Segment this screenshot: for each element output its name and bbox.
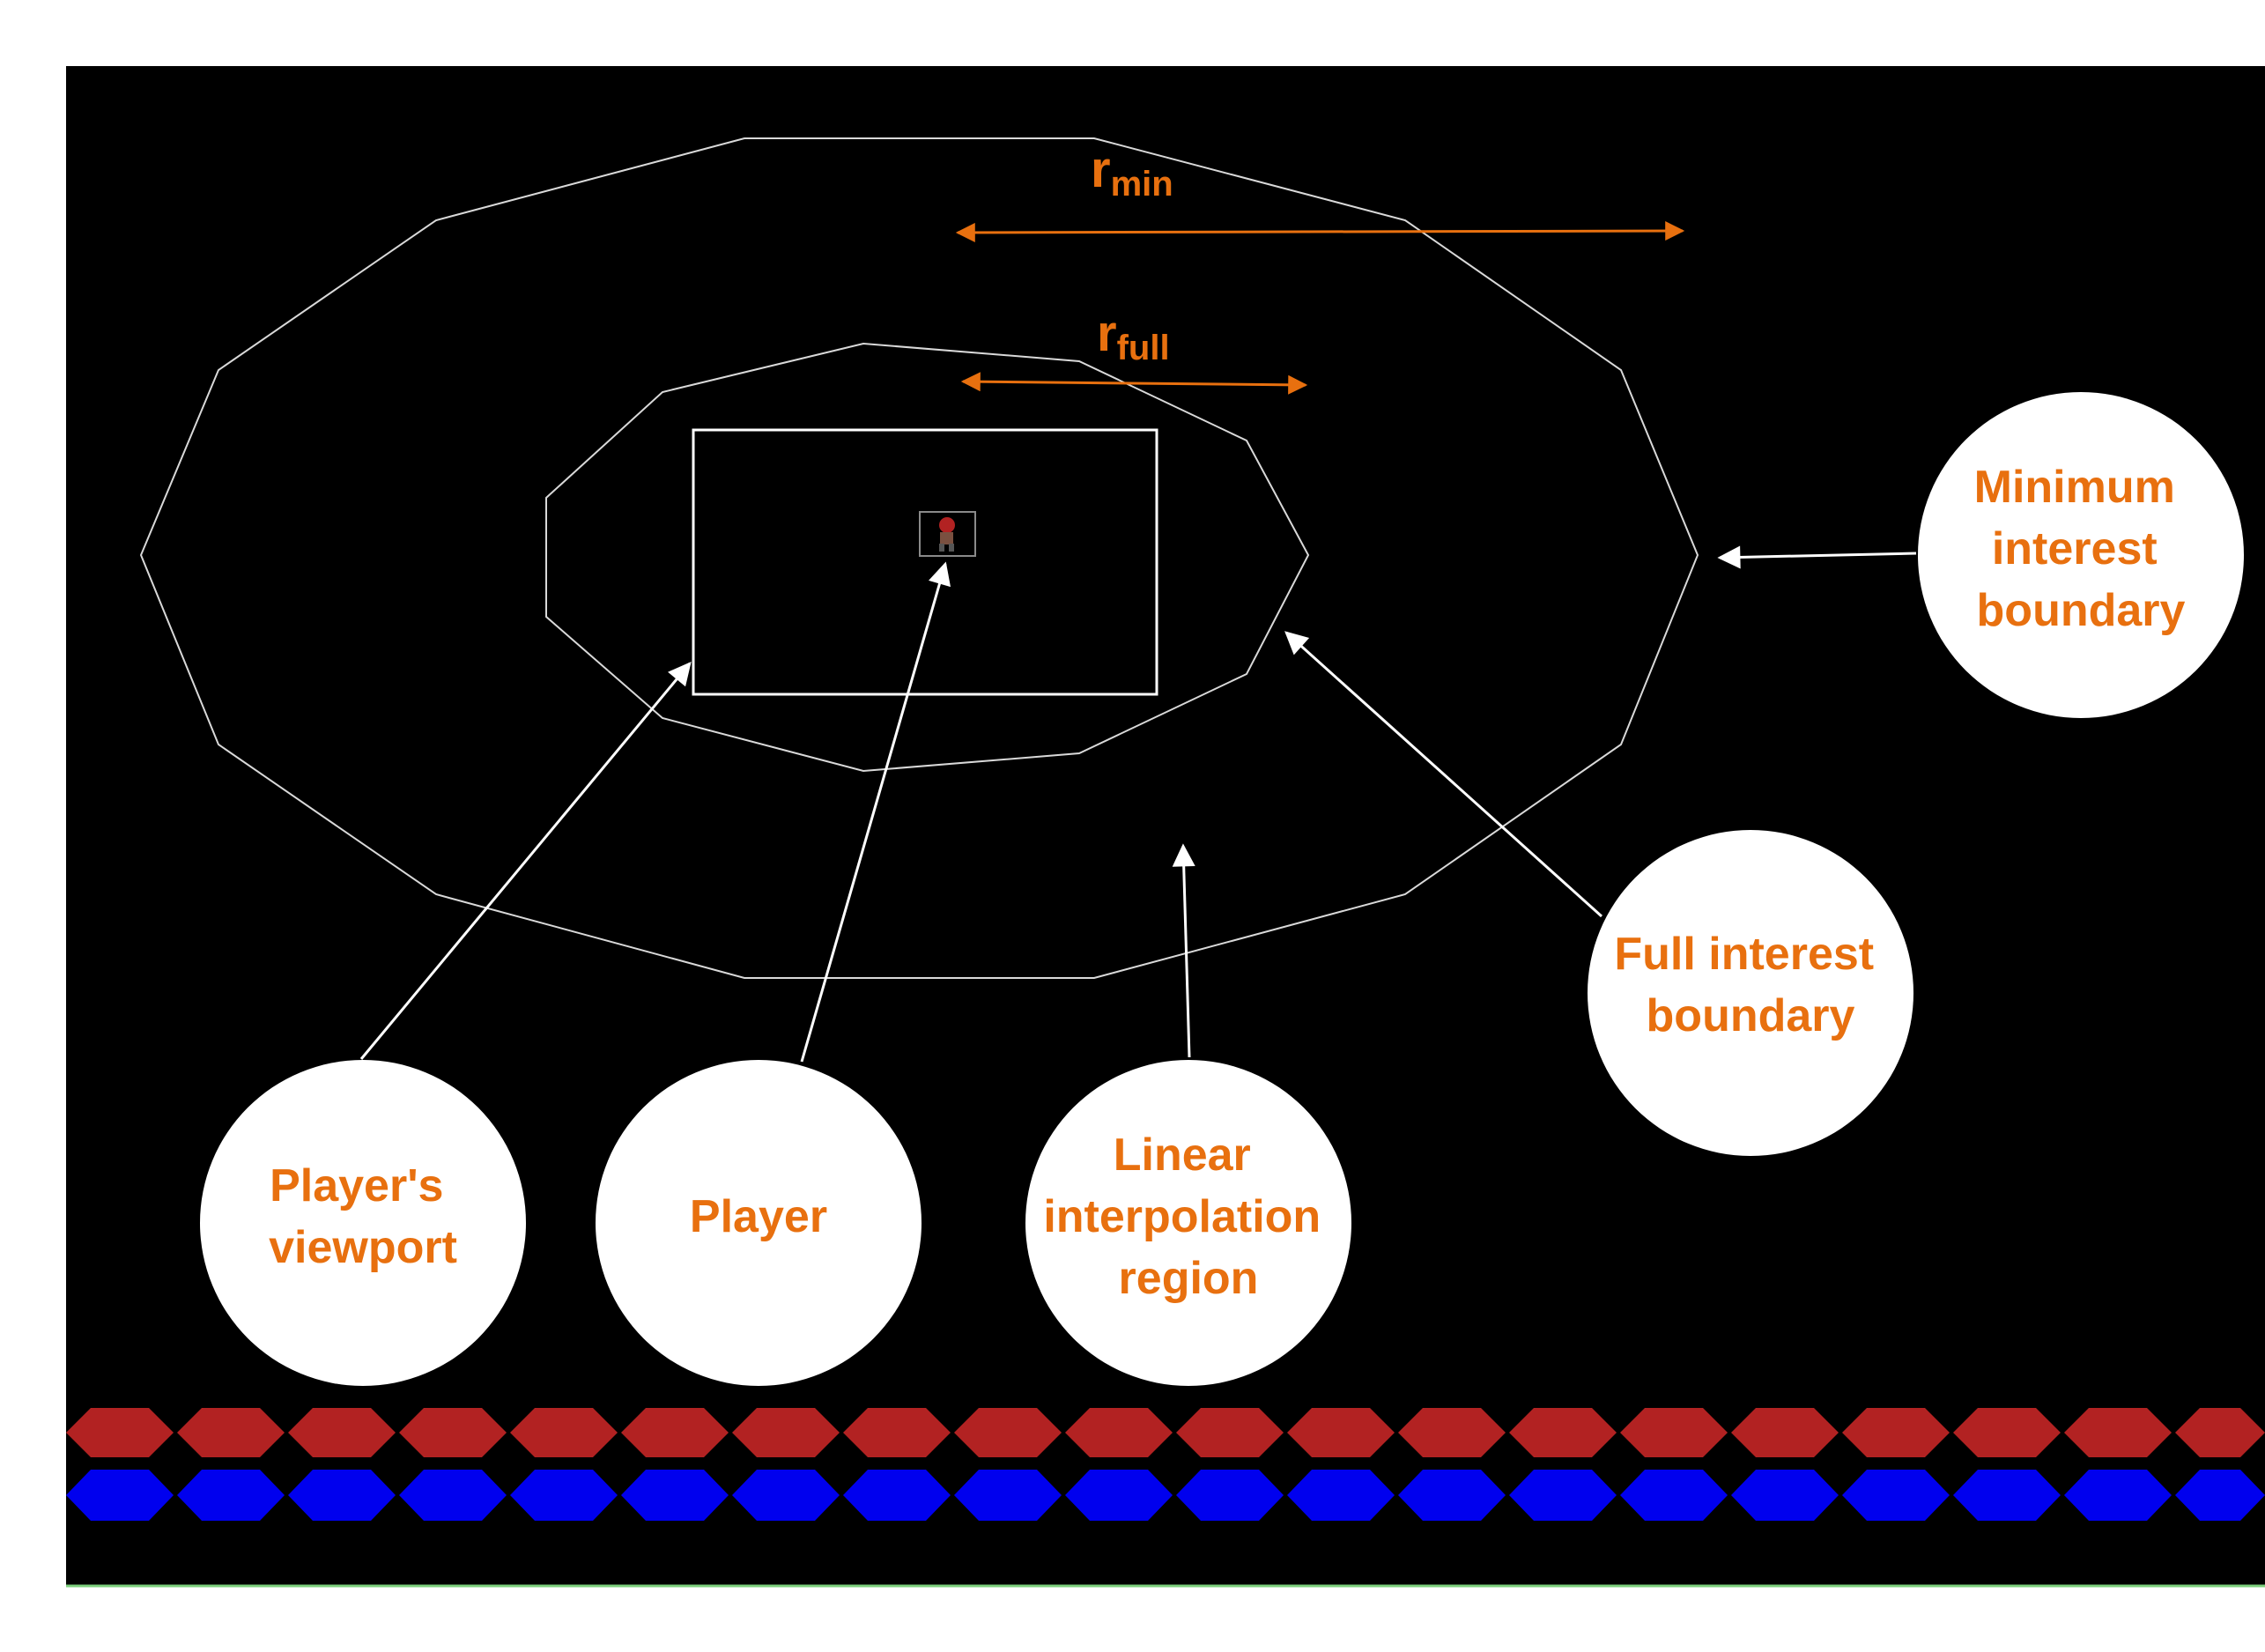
red-tile (2064, 1408, 2172, 1457)
blue-tile (399, 1470, 507, 1521)
red-tile (954, 1408, 1062, 1457)
blue-tile (1065, 1470, 1173, 1521)
red-tile (843, 1408, 951, 1457)
r-min-label: rmin (1091, 141, 1173, 204)
player-viewport (692, 428, 1158, 696)
callout-player: Player (596, 1060, 922, 1386)
red-tile (621, 1408, 729, 1457)
r-min-dimension-arrow (955, 221, 1685, 242)
minimum-interest-boundary (139, 137, 1699, 979)
arrow-icon (800, 561, 951, 1063)
red-tile (510, 1408, 618, 1457)
red-tile (1731, 1408, 1839, 1457)
red-tile (66, 1408, 174, 1457)
arrow-icon (359, 662, 692, 1060)
full-interest-boundary (545, 342, 1310, 773)
svg-text:Player's viewport: Player's viewport (269, 1160, 457, 1273)
red-tile (1398, 1408, 1506, 1457)
tile-rows (66, 1408, 2265, 1521)
blue-tile (954, 1470, 1062, 1521)
blue-tile (1953, 1470, 2061, 1521)
red-tile (1176, 1408, 1284, 1457)
r-min-subscript: min (1111, 165, 1173, 204)
arrow-icon (1717, 545, 1917, 569)
red-tile (1287, 1408, 1395, 1457)
arrow-icon (1284, 631, 1603, 918)
callout-line: Linear (1114, 1130, 1251, 1181)
blue-tile (843, 1470, 951, 1521)
red-tile (1065, 1408, 1173, 1457)
callout-line: Minimum (1974, 462, 2175, 513)
blue-tile (177, 1470, 285, 1521)
r-full-subscript: full (1117, 329, 1170, 367)
callout-line: interest (1992, 523, 2158, 574)
red-tile (2175, 1408, 2265, 1457)
character-sprite-icon (919, 511, 976, 557)
red-tile (399, 1408, 507, 1457)
callout-line: viewport (269, 1222, 457, 1273)
svg-text:Player: Player (690, 1191, 827, 1242)
red-tile (1953, 1408, 2061, 1457)
callout-line: boundary (1977, 585, 2186, 636)
blue-tile (1731, 1470, 1839, 1521)
callout-full-interest-boundary: Full interest boundary (1588, 830, 1913, 1156)
red-tile (1509, 1408, 1617, 1457)
red-tile (1620, 1408, 1728, 1457)
red-tile (288, 1408, 396, 1457)
blue-tile (2064, 1470, 2172, 1521)
callout-line: interpolation (1043, 1191, 1321, 1242)
blue-tile (732, 1470, 840, 1521)
callout-line: Player's (270, 1160, 443, 1211)
callout-players-viewport: Player's viewport (200, 1060, 526, 1386)
red-tile (177, 1408, 285, 1457)
arrow-icon (1172, 843, 1195, 1058)
red-tile (1842, 1408, 1950, 1457)
blue-tile (66, 1470, 174, 1521)
svg-text:Full interest boundary: Full interest boundary (1614, 929, 1886, 1041)
blue-tile (1509, 1470, 1617, 1521)
blue-tile (621, 1470, 729, 1521)
r-full-label: rfull (1097, 305, 1170, 367)
svg-text:Linear interpolation: Linear interpolation region (1043, 1130, 1333, 1304)
red-tile (732, 1408, 840, 1457)
blue-tile (1398, 1470, 1506, 1521)
callout-line: boundary (1647, 990, 1855, 1041)
blue-tile (288, 1470, 396, 1521)
svg-text:Minimum interest b: Minimum interest boundary (1974, 462, 2188, 636)
blue-tile (2175, 1470, 2265, 1521)
r-full-symbol: r (1097, 305, 1117, 362)
r-full-dimension-arrow (960, 372, 1308, 395)
r-min-symbol: r (1091, 141, 1111, 198)
blue-tile (510, 1470, 618, 1521)
callout-line: region (1119, 1253, 1259, 1304)
blue-tile (1842, 1470, 1950, 1521)
blue-tile (1176, 1470, 1284, 1521)
blue-tile (1620, 1470, 1728, 1521)
callout-minimum-interest-boundary: Minimum interest boundary (1918, 392, 2244, 718)
blue-tile (1287, 1470, 1395, 1521)
callout-line: Full interest (1614, 929, 1874, 980)
callout-line: Player (690, 1191, 827, 1242)
callout-linear-interpolation-region: Linear interpolation region (1025, 1060, 1351, 1386)
